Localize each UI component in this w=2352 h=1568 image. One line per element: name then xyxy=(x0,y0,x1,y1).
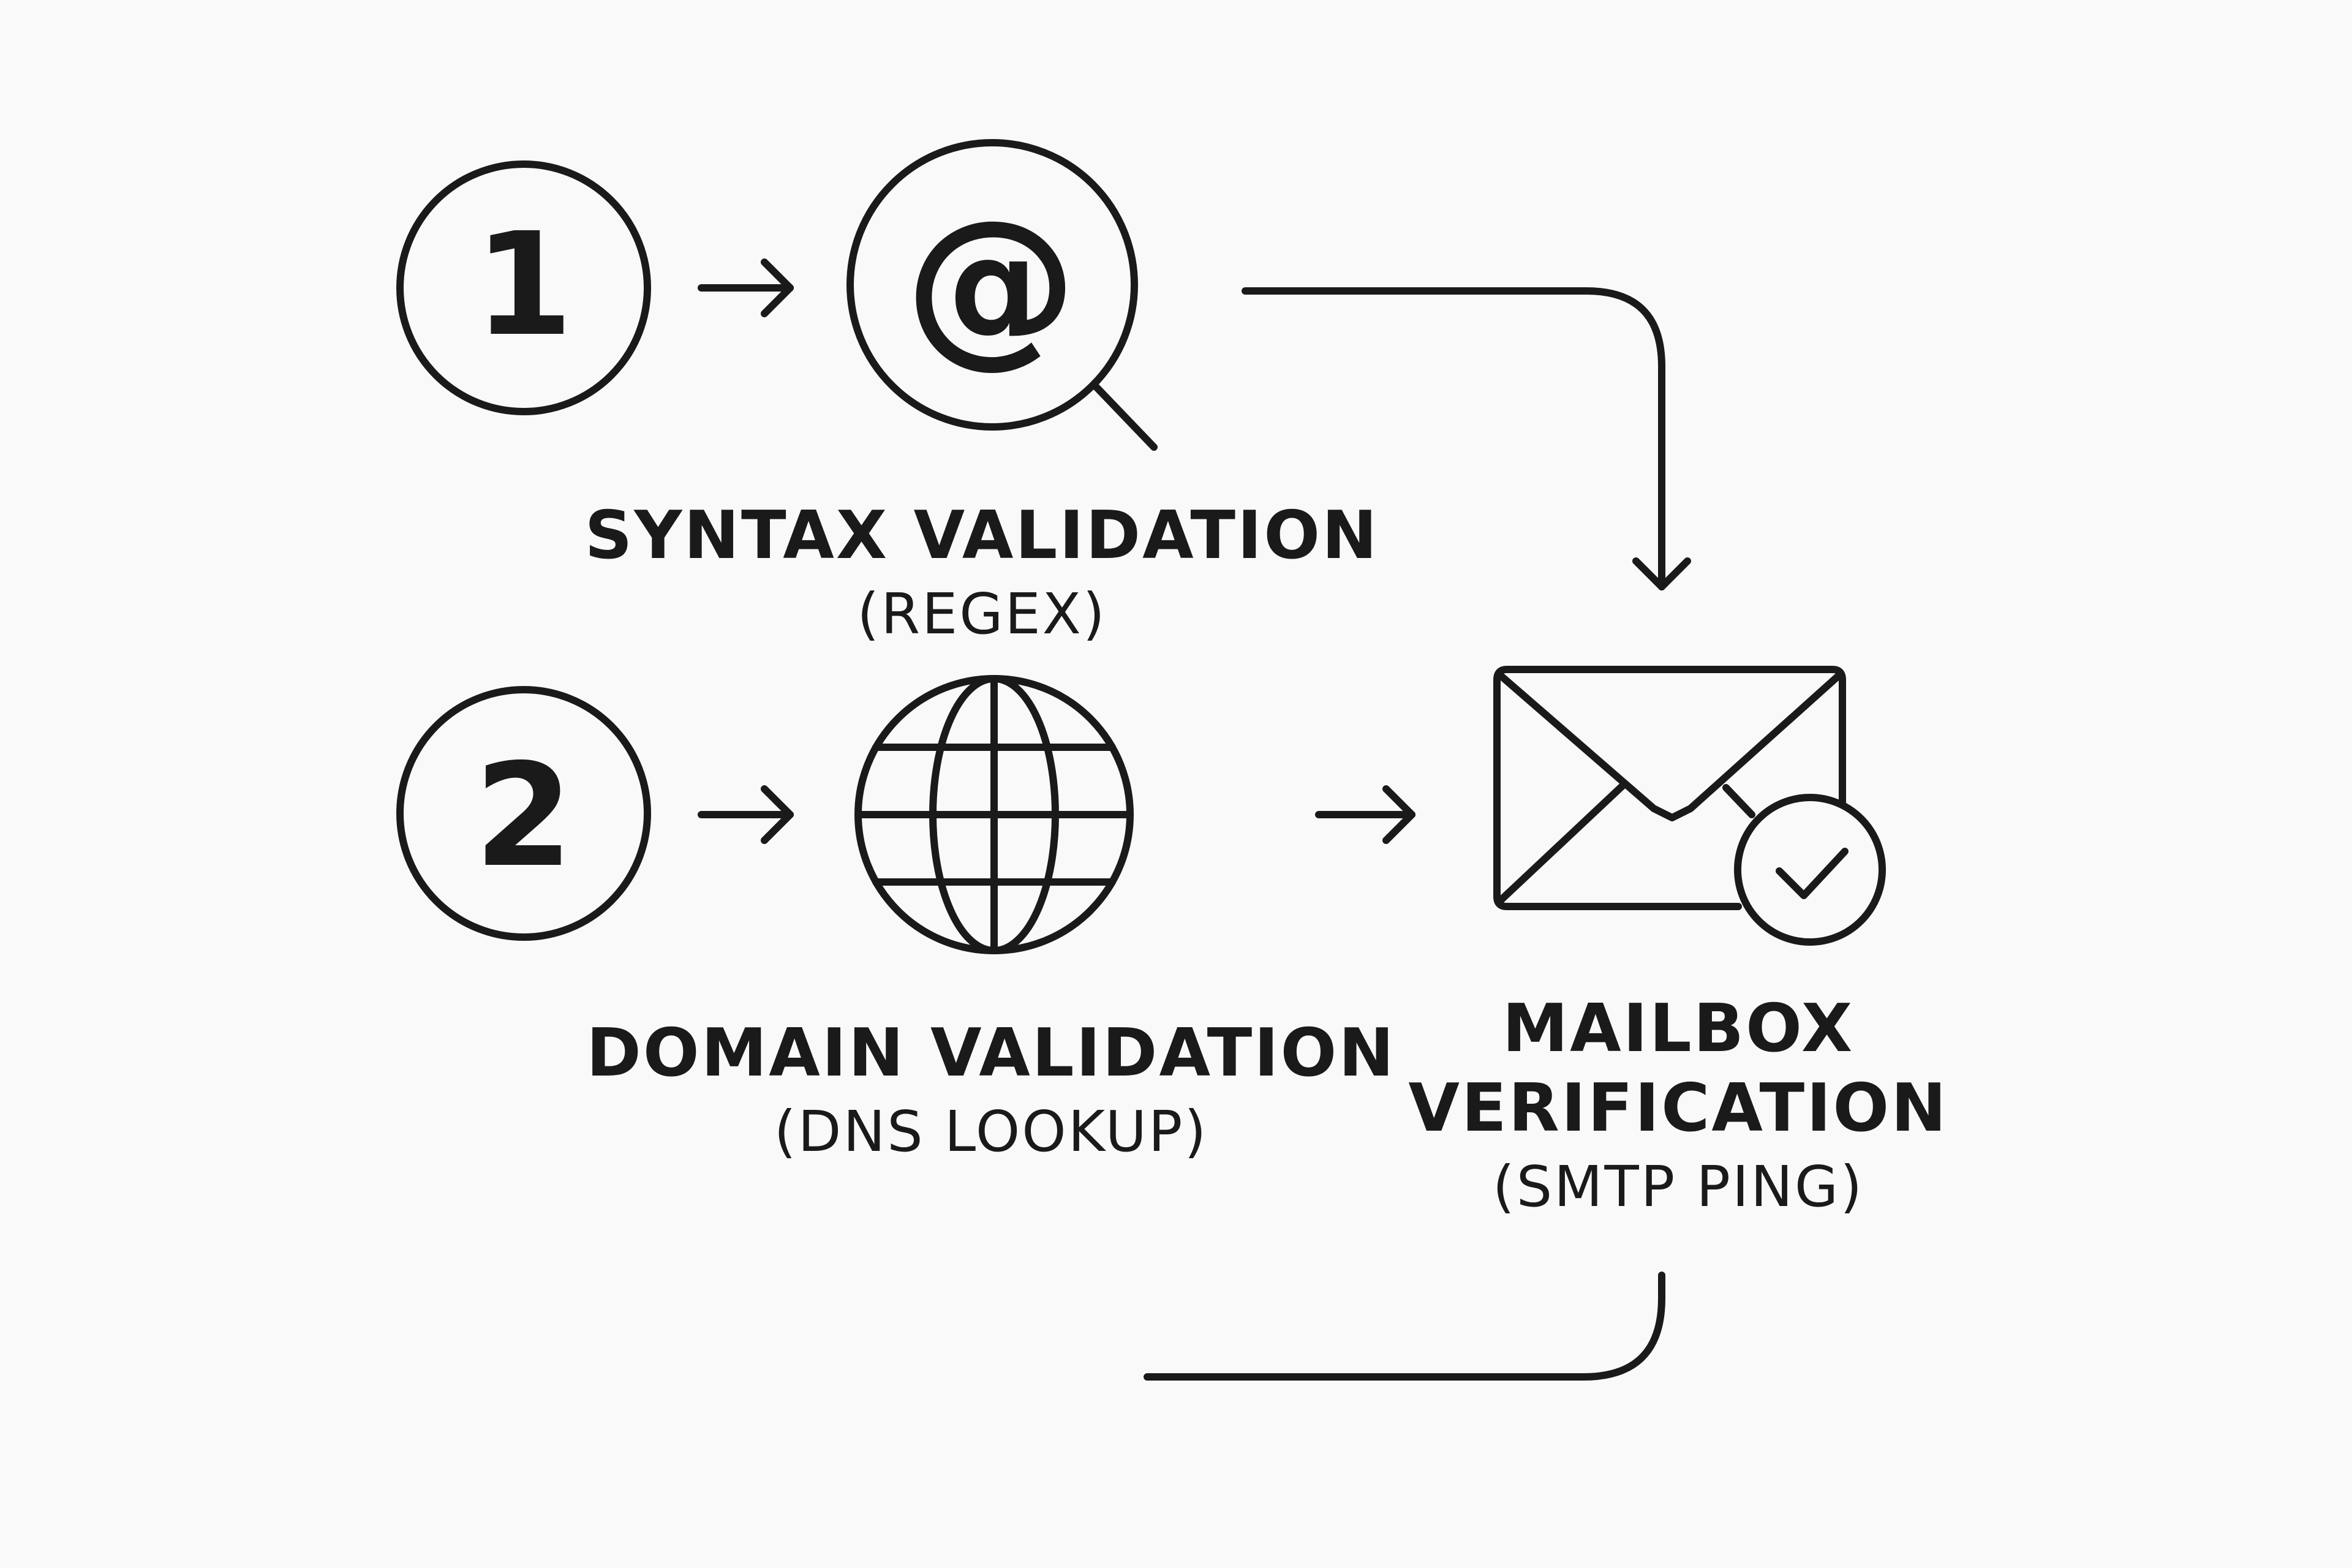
step-1-title: SYNTAX VALIDATION xyxy=(584,497,1379,574)
step-1-number: 1 xyxy=(474,202,573,368)
step-1-label: SYNTAX VALIDATION (REGEX) xyxy=(585,496,1379,652)
arrow-step2-to-domain xyxy=(698,785,794,844)
step-2-circle xyxy=(396,686,651,941)
mailbox-label: MAILBOX VERIFICATION (SMTP PING) xyxy=(1408,989,1948,1225)
connector-mailbox-return xyxy=(1144,1272,1665,1381)
step-2-number: 2 xyxy=(474,733,573,899)
step-1-circle xyxy=(396,160,651,415)
at-sign-magnifier-icon xyxy=(846,139,1158,451)
check-badge-icon xyxy=(1734,794,1886,946)
step-1-subtitle: (REGEX) xyxy=(857,581,1107,647)
connector-syntax-arrowhead xyxy=(1632,557,1691,590)
globe-icon xyxy=(854,675,1134,954)
step-2-subtitle: (DNS LOOKUP) xyxy=(774,1099,1208,1164)
mailbox-subtitle: (SMTP PING) xyxy=(1492,1154,1864,1219)
at-symbol: @ xyxy=(905,183,1077,384)
mailbox-title-line2: VERIFICATION xyxy=(1408,1070,1948,1147)
arrow-domain-to-mailbox xyxy=(1315,785,1415,844)
arrow-step1-to-syntax xyxy=(698,258,794,317)
step-2-label: DOMAIN VALIDATION (DNS LOOKUP) xyxy=(586,1014,1395,1170)
mailbox-title-line1: MAILBOX xyxy=(1502,990,1855,1067)
step-2-title: DOMAIN VALIDATION xyxy=(586,1015,1396,1091)
envelope-icon xyxy=(1493,666,1846,910)
connector-syntax-to-mailbox xyxy=(1242,287,1665,590)
